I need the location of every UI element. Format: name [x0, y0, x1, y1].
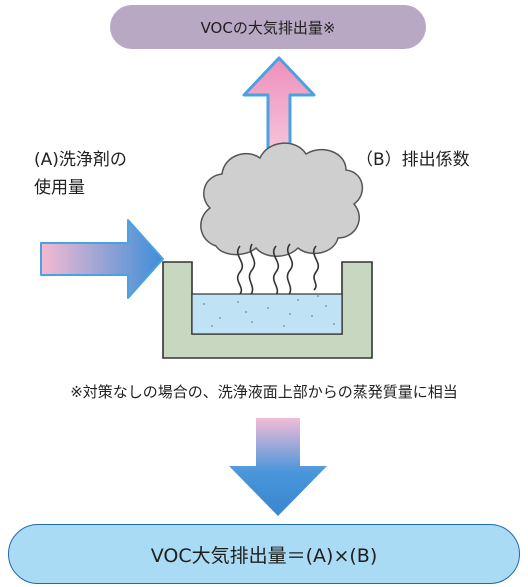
- label-b: （B）排出係数: [356, 150, 470, 170]
- up-arrow-icon: [242, 56, 316, 156]
- down-arrow-icon: [229, 418, 327, 516]
- formula-pill: VOC大気排出量＝(A)×(B): [8, 524, 520, 584]
- label-a-line1: (A)洗浄剤の: [34, 150, 127, 170]
- formula-text: VOC大気排出量＝(A)×(B): [150, 544, 378, 567]
- cleaning-tank-icon: [162, 261, 373, 359]
- right-arrow-icon: [40, 219, 164, 299]
- footnote: ※対策なしの場合の、洗浄液面上部からの蒸発質量に相当: [70, 383, 458, 401]
- label-a-line2: 使用量: [34, 178, 85, 198]
- voc-emission-title: VOCの大気排出量※: [200, 18, 336, 37]
- voc-emission-title-pill: VOCの大気排出量※: [110, 5, 426, 49]
- vapor-cloud-icon: [200, 142, 364, 299]
